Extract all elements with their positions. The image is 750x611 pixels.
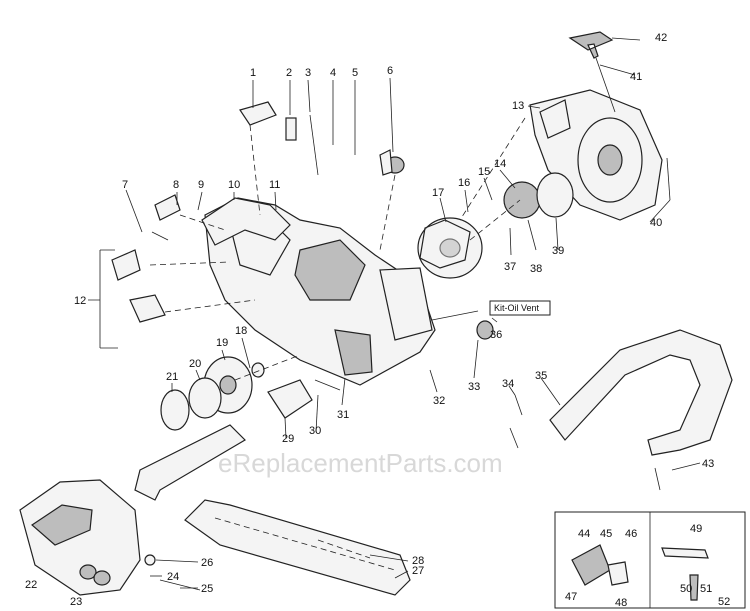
alignment-lines (149, 117, 526, 381)
part-label-38: 38 (530, 263, 542, 275)
part-label-10: 10 (228, 179, 240, 191)
part-label-26: 26 (201, 557, 213, 569)
sprocket (160, 389, 190, 431)
part-label-24: 24 (167, 571, 179, 583)
part-label-51: 51 (700, 583, 712, 595)
part-label-49: 49 (690, 523, 702, 535)
part-label-6: 6 (387, 65, 393, 77)
part-label-21: 21 (166, 371, 178, 383)
oil-pump-plate (267, 379, 313, 419)
part-label-43: 43 (702, 458, 714, 470)
part-label-9: 9 (198, 179, 204, 191)
part-label-22: 22 (25, 579, 37, 591)
watermark-text: eReplacementParts.com (218, 448, 503, 478)
part-label-33: 33 (468, 381, 480, 393)
part-label-11: 11 (269, 179, 280, 191)
leader-lines (88, 37, 701, 589)
flywheel (417, 217, 483, 279)
rear-handle (201, 197, 291, 246)
part-label-48: 48 (615, 597, 627, 609)
starter-handle (568, 31, 614, 59)
part-label-7: 7 (122, 179, 128, 191)
front-handle (549, 329, 733, 456)
guide-bar (184, 499, 411, 596)
washer-18 (251, 362, 265, 378)
part-label-1: 1 (250, 67, 256, 79)
part-label-34: 34 (502, 378, 514, 390)
starter-pulley (536, 172, 574, 218)
part-label-12: 12 (74, 295, 86, 307)
part-label-50: 50 (680, 583, 692, 595)
part-label-44: 44 (578, 528, 590, 540)
part-label-39: 39 (552, 245, 564, 257)
part-label-17: 17 (432, 187, 444, 199)
clutch-washer (188, 377, 222, 419)
part-label-5: 5 (352, 67, 358, 79)
part-label-19: 19 (216, 337, 228, 349)
part-label-30: 30 (309, 425, 321, 437)
part-label-28: 28 (412, 555, 424, 567)
crankcase-body (204, 197, 436, 386)
part-label-2: 2 (286, 67, 292, 79)
chain-cover (19, 479, 141, 596)
saw-chain (317, 539, 371, 559)
part-label-52: 52 (718, 596, 730, 608)
kit-oil-vent-label: Kit-Oil Vent (494, 303, 540, 313)
part-label-42: 42 (655, 32, 667, 44)
part-label-4: 4 (330, 67, 336, 79)
part-label-37: 37 (504, 261, 516, 273)
part-label-3: 3 (305, 67, 311, 79)
part-label-31: 31 (337, 409, 349, 421)
pawl-carrier (503, 181, 541, 219)
part-label-32: 32 (433, 395, 445, 407)
starter-rope (595, 57, 616, 113)
kit-oil-vent-box (489, 300, 551, 316)
part-label-46: 46 (625, 528, 637, 540)
part-labels: 1 2 3 4 5 6 7 8 9 10 11 12 13 14 15 16 1… (25, 32, 730, 609)
part-label-13: 13 (512, 100, 524, 112)
part-label-47: 47 (565, 591, 577, 603)
part-label-8: 8 (173, 179, 179, 191)
part-label-14: 14 (494, 158, 506, 170)
part-label-45: 45 (600, 528, 612, 540)
starter-housing (529, 89, 663, 221)
part-label-25: 25 (201, 583, 213, 595)
part-label-15: 15 (478, 166, 490, 178)
part-label-29: 29 (282, 433, 294, 445)
inset-detail-box (554, 511, 746, 609)
part-label-35: 35 (535, 370, 547, 382)
chain-brake-band (134, 424, 246, 501)
part-label-27: 27 (412, 565, 424, 577)
part-label-36: 36 (490, 329, 502, 341)
part-label-18: 18 (235, 325, 247, 337)
part-label-16: 16 (458, 177, 470, 189)
small-hardware (79, 101, 671, 591)
part-label-41: 41 (630, 71, 642, 83)
part-label-23: 23 (70, 596, 82, 608)
part-label-20: 20 (189, 358, 201, 370)
part-label-40: 40 (650, 217, 662, 229)
